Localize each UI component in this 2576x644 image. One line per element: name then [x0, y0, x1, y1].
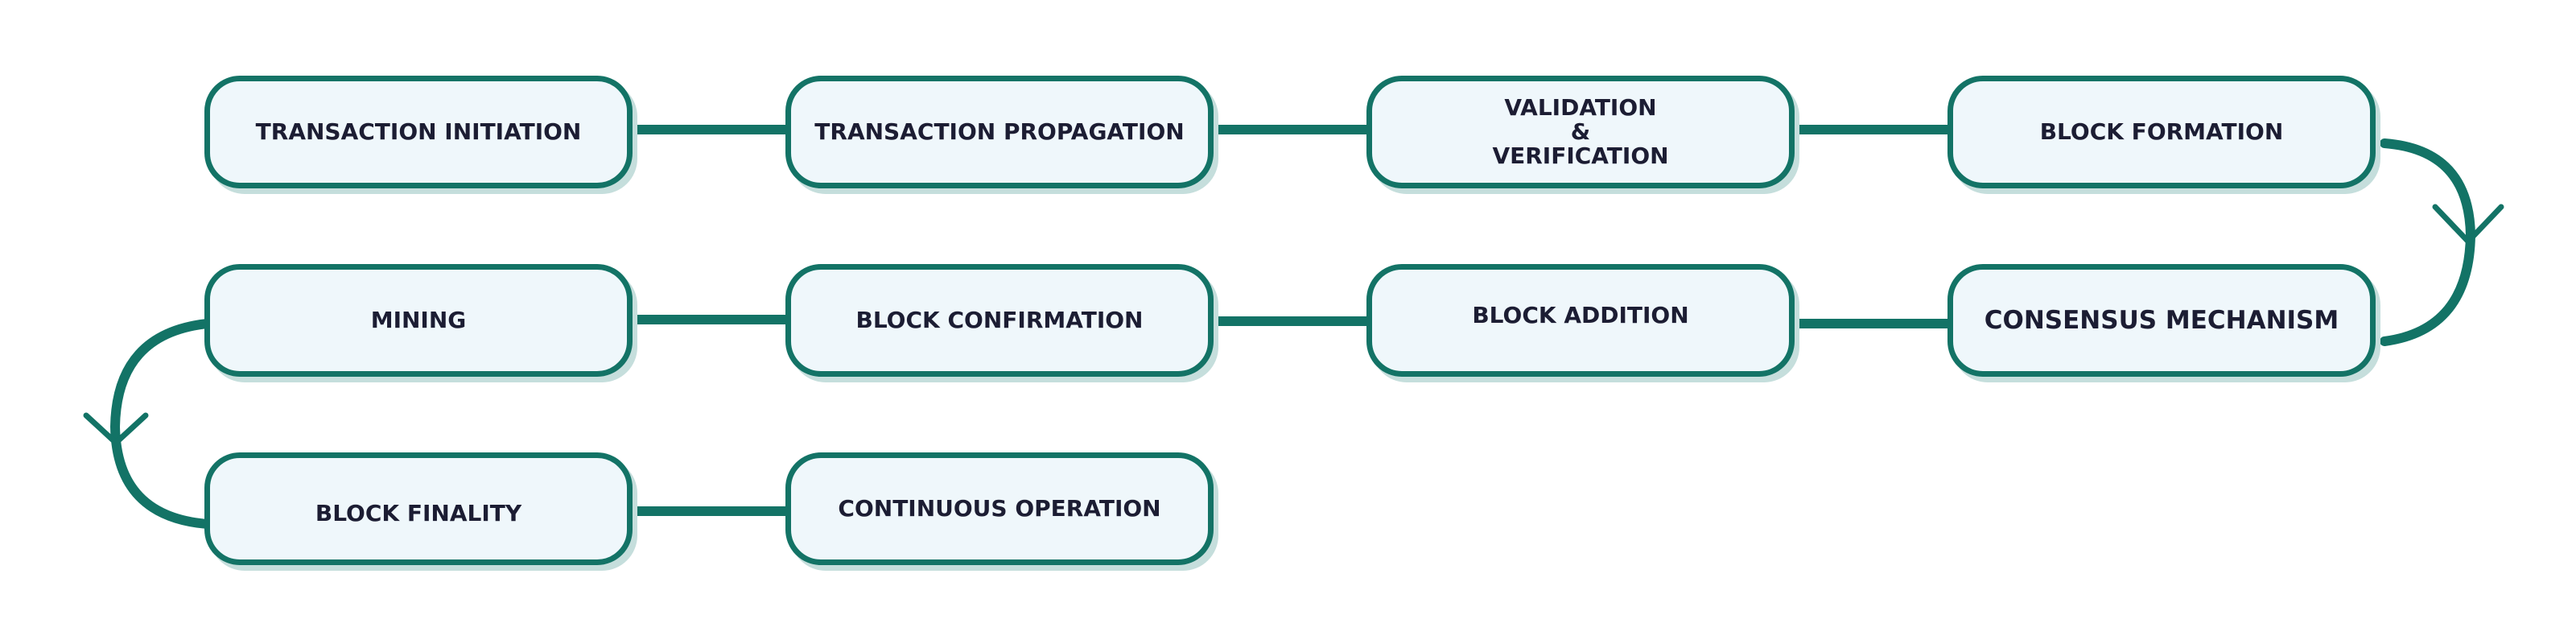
chevron-down-icon — [83, 412, 149, 446]
chevron-down-icon — [2432, 204, 2504, 245]
step-label: CONSENSUS MECHANISM — [1984, 306, 2339, 335]
turn-connector-right — [2380, 138, 2476, 346]
step-label: TRANSACTION PROPAGATION — [814, 118, 1185, 145]
step-consensus-mechanism: CONSENSUS MECHANISM — [1947, 264, 2376, 377]
step-label: BLOCK FINALITY — [315, 500, 522, 526]
step-mining: MINING — [204, 264, 633, 377]
step-block-confirmation: BLOCK CONFIRMATION — [785, 264, 1214, 377]
step-label: CONTINUOUS OPERATION — [838, 495, 1161, 522]
step-label: BLOCK ADDITION — [1472, 302, 1689, 328]
step-transaction-initiation: TRANSACTION INITIATION — [204, 76, 633, 188]
step-label: VALIDATION & VERIFICATION — [1492, 94, 1669, 169]
turn-connector-left — [109, 319, 212, 529]
step-transaction-propagation: TRANSACTION PROPAGATION — [785, 76, 1214, 188]
connector-line — [1212, 316, 1373, 326]
step-block-finality: BLOCK FINALITY — [204, 452, 633, 565]
step-block-formation: BLOCK FORMATION — [1947, 76, 2376, 188]
step-label: BLOCK FORMATION — [2039, 118, 2284, 145]
connector-line — [631, 506, 797, 516]
step-block-addition: BLOCK ADDITION — [1366, 264, 1795, 377]
step-continuous-operation: CONTINUOUS OPERATION — [785, 452, 1214, 565]
step-label: MINING — [370, 307, 467, 333]
step-label: BLOCK CONFIRMATION — [855, 307, 1144, 333]
connector-line — [1791, 319, 1954, 328]
connector-line — [631, 315, 797, 324]
connector-line — [1212, 125, 1373, 134]
step-label: TRANSACTION INITIATION — [255, 118, 582, 145]
connector-line — [1791, 125, 1954, 134]
connector-line — [631, 125, 797, 134]
step-validation-verification: VALIDATION & VERIFICATION — [1366, 76, 1795, 188]
